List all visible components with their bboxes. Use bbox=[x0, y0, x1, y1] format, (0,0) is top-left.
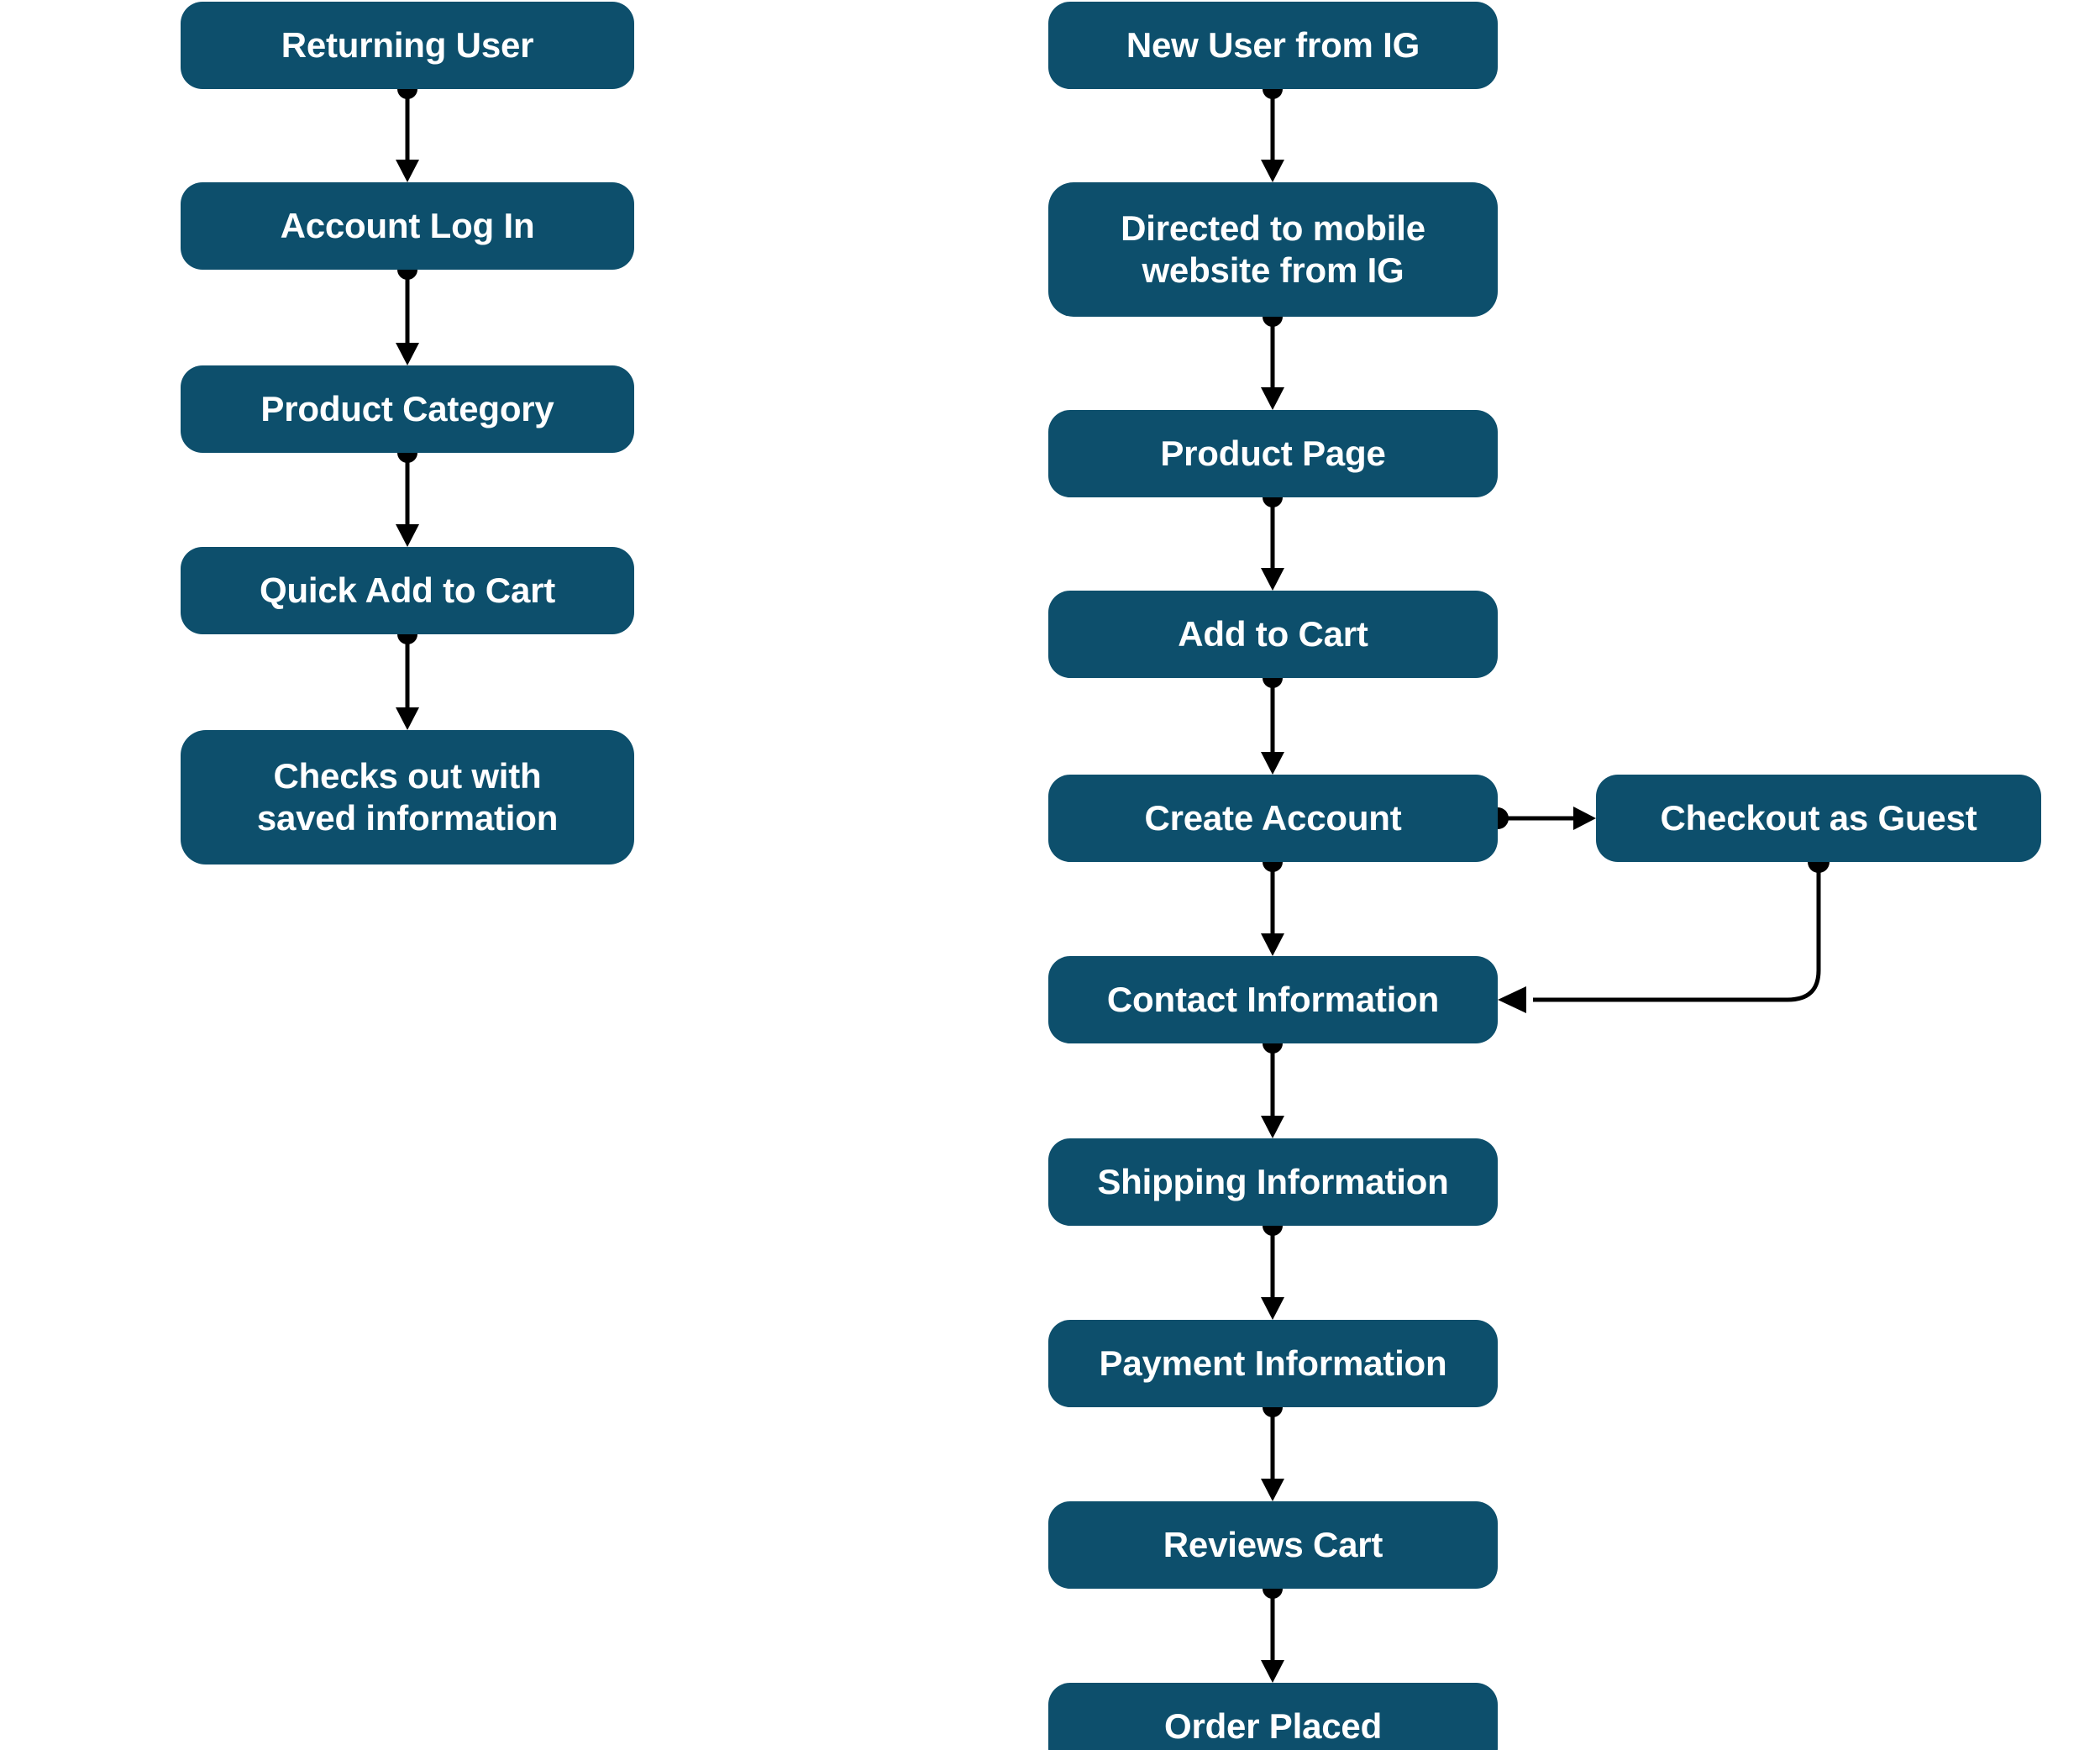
node-returning-user[interactable]: Returning User bbox=[181, 2, 634, 89]
node-add-to-cart[interactable]: Add to Cart bbox=[1048, 591, 1498, 678]
node-account-log-in[interactable]: Account Log In bbox=[181, 182, 634, 270]
node-quick-add-to-cart[interactable]: Quick Add to Cart bbox=[181, 547, 634, 634]
node-order-placed[interactable]: Order Placed bbox=[1048, 1683, 1498, 1750]
edge-product-page-to-add-to-cart bbox=[1261, 487, 1284, 591]
edge-returning-user-to-account-log-in bbox=[396, 79, 419, 182]
node-shipping-information[interactable]: Shipping Information bbox=[1048, 1138, 1498, 1226]
node-create-account[interactable]: Create Account bbox=[1048, 775, 1498, 862]
edge-account-log-in-to-product-category bbox=[396, 260, 419, 365]
node-product-page[interactable]: Product Page bbox=[1048, 410, 1498, 497]
edge-create-account-to-contact-information bbox=[1261, 852, 1284, 956]
node-product-category[interactable]: Product Category bbox=[181, 365, 634, 453]
node-payment-information[interactable]: Payment Information bbox=[1048, 1320, 1498, 1407]
node-contact-information[interactable]: Contact Information bbox=[1048, 956, 1498, 1043]
edge-quick-add-to-cart-to-checks-out bbox=[396, 624, 419, 730]
edge-create-account-to-checkout-as-guest bbox=[1487, 807, 1596, 830]
edge-new-user-from-ig-to-directed-to-mobile bbox=[1261, 79, 1284, 182]
edge-add-to-cart-to-create-account bbox=[1261, 668, 1284, 775]
edge-directed-to-mobile-to-product-page bbox=[1261, 307, 1284, 410]
node-new-user-from-ig[interactable]: New User from IG bbox=[1048, 2, 1498, 89]
node-directed-to-mobile-website-from-ig[interactable]: Directed to mobile website from IG bbox=[1048, 182, 1498, 317]
edge-product-category-to-quick-add-to-cart bbox=[396, 443, 419, 547]
edge-checkout-as-guest-to-contact-information bbox=[1498, 851, 1830, 1013]
edge-reviews-cart-to-order-placed bbox=[1261, 1579, 1284, 1683]
node-checkout-as-guest[interactable]: Checkout as Guest bbox=[1596, 775, 2041, 862]
node-checks-out-with-saved-information[interactable]: Checks out with saved information bbox=[181, 730, 634, 864]
edge-shipping-information-to-payment-information bbox=[1261, 1216, 1284, 1320]
edge-payment-information-to-reviews-cart bbox=[1261, 1397, 1284, 1501]
node-reviews-cart[interactable]: Reviews Cart bbox=[1048, 1501, 1498, 1589]
edge-contact-information-to-shipping-information bbox=[1261, 1033, 1284, 1138]
